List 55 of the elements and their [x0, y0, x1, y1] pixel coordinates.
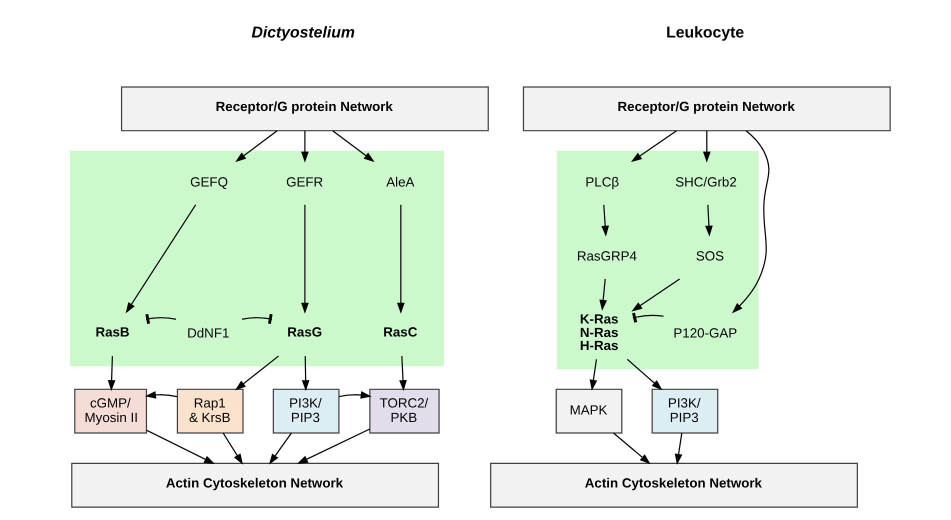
node-box: MAPK — [556, 388, 622, 434]
arrow — [674, 433, 682, 465]
node-box: Receptor/G protein Network — [120, 86, 489, 132]
arrow — [297, 428, 370, 464]
arrow — [302, 356, 310, 392]
arrow — [108, 356, 116, 392]
node-text: K-Ras N-Ras H-Ras — [580, 312, 618, 354]
arrow — [339, 391, 372, 399]
node-box: Actin Cytoskeleton Network — [71, 462, 440, 508]
arrow — [613, 432, 651, 464]
node-text: AleA — [386, 174, 414, 190]
node-text: RasB — [95, 324, 130, 340]
node-box: Receptor/G protein Network — [522, 86, 891, 132]
label: Dictyostelium — [251, 24, 355, 42]
node-text: SHC/Grb2 — [675, 174, 737, 190]
node-text: RasGRP4 — [576, 248, 637, 264]
arrow — [399, 356, 407, 392]
arrow — [702, 130, 711, 163]
node-box: Actin Cytoskeleton Network — [490, 462, 858, 508]
arrow — [631, 130, 677, 162]
arrow — [222, 432, 243, 465]
node-text: DdNF1 — [187, 325, 230, 340]
arrow — [146, 430, 215, 464]
node-text: P120-GAP — [673, 325, 738, 340]
node-box: Rap1 & KrsB — [176, 388, 244, 434]
node-box: PI3K/ PIP3 — [652, 388, 718, 434]
arrow — [626, 358, 662, 390]
node-text: GEFR — [286, 174, 324, 190]
arrow — [268, 432, 292, 465]
connector — [632, 312, 664, 323]
connector — [145, 314, 176, 324]
arrow — [631, 278, 680, 312]
arrow — [301, 130, 309, 163]
arrow — [332, 130, 375, 162]
arrow — [590, 359, 598, 391]
arrow — [732, 130, 770, 314]
node-box: cGMP/ Myosin II — [74, 388, 148, 434]
node-text: SOS — [696, 248, 724, 264]
connector — [242, 314, 273, 324]
node-text: PLCβ — [585, 174, 620, 190]
arrow — [601, 204, 610, 237]
node-box: TORC2/ PKB — [369, 388, 440, 434]
arrow — [235, 130, 278, 162]
arrow — [126, 204, 196, 314]
label: Leukocyte — [666, 24, 744, 42]
arrow — [705, 204, 713, 237]
node-text: RasG — [287, 324, 322, 340]
arrow — [397, 204, 405, 314]
arrow — [235, 356, 279, 390]
node-text: RasC — [383, 324, 418, 340]
arrow — [144, 391, 178, 399]
node-text: GEFQ — [190, 174, 228, 190]
arrow — [599, 278, 607, 311]
arrow — [301, 204, 309, 314]
node-box: PI3K/ PIP3 — [272, 388, 340, 434]
